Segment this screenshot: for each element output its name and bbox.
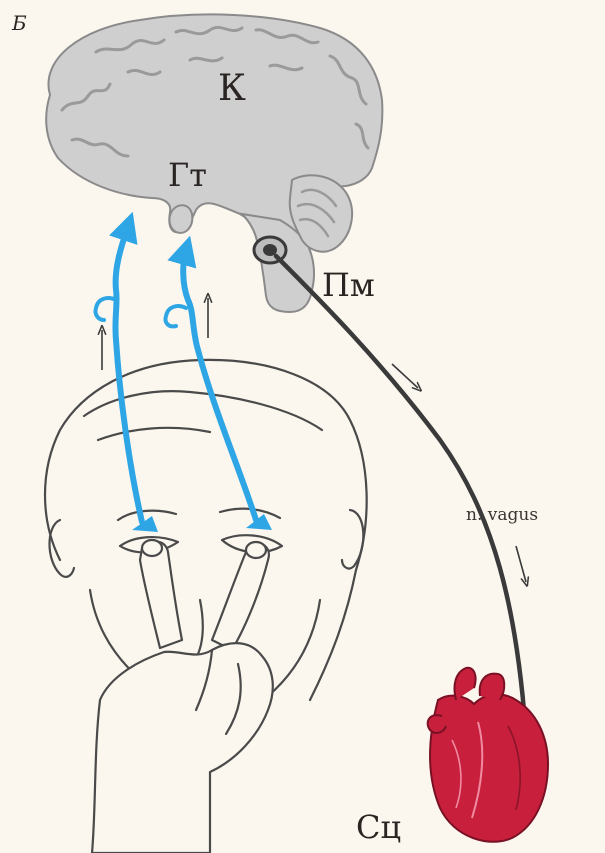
- hand-palm: [92, 643, 273, 853]
- index-finger: [140, 542, 182, 648]
- label-hypothalamus: Гт: [168, 156, 207, 194]
- afferent-pathways: [95, 226, 256, 522]
- sensory-endings: [132, 514, 272, 532]
- heart-illustration: [428, 668, 548, 842]
- afferent-path-right: [183, 250, 256, 520]
- middle-finger: [212, 543, 269, 650]
- label-heart: Сц: [356, 808, 401, 846]
- face-illustration: [45, 360, 367, 700]
- heart-body: [430, 694, 548, 842]
- label-medulla: Пм: [322, 266, 375, 304]
- pituitary: [169, 205, 192, 233]
- left-ear: [50, 520, 75, 577]
- label-vagus-nerve: n. vagus: [466, 505, 538, 525]
- label-cortex: К: [218, 68, 246, 109]
- panel-label: Б: [11, 11, 27, 35]
- hand-illustration: [92, 540, 273, 853]
